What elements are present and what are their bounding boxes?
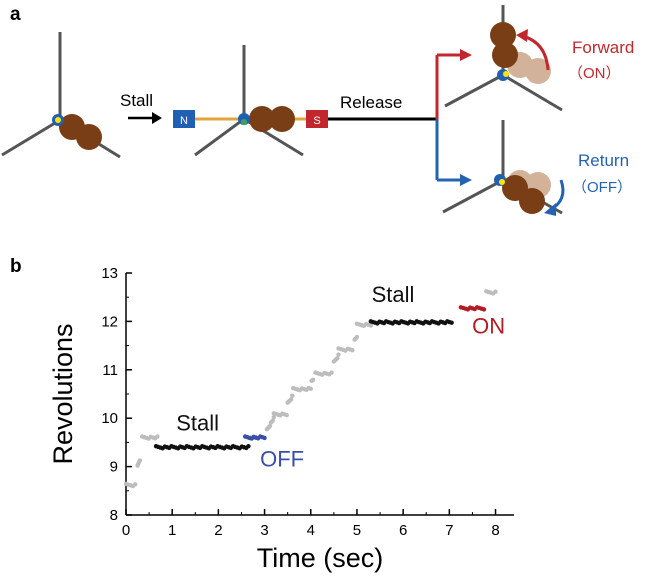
panel-b-label: b	[10, 256, 22, 277]
chart-annotation: OFF	[260, 447, 304, 472]
data-point	[271, 414, 277, 420]
data-point	[329, 370, 334, 375]
return-label: Return	[578, 151, 629, 170]
data-point	[133, 482, 138, 487]
magnet-n-label: N	[180, 115, 188, 127]
y-tick-label: 10	[101, 410, 118, 427]
y-tick-label: 8	[110, 507, 118, 524]
motor-axle-arms	[194, 45, 304, 157]
magnet-s-label: S	[313, 115, 320, 127]
rotor-bead	[269, 106, 295, 132]
release-label: Release	[340, 93, 402, 112]
data-point	[270, 418, 276, 423]
x-axis-label: Time (sec)	[257, 543, 384, 573]
motor-stalled: N S	[173, 45, 328, 157]
rotor-bead	[249, 106, 275, 132]
motor-initial	[1, 32, 121, 159]
y-tick-label: 9	[110, 459, 118, 476]
x-tick-label: 1	[168, 522, 176, 539]
magnet-s	[306, 110, 328, 128]
data-point	[493, 289, 498, 294]
axle-dot-yellow	[55, 117, 61, 123]
forward-label: Forward	[572, 38, 634, 57]
data-point	[354, 334, 360, 340]
axle-dot-green	[241, 119, 247, 125]
x-tick-label: 2	[214, 522, 222, 539]
axle-dot-yellow	[503, 71, 509, 77]
stall-arrow-label: Stall	[120, 91, 153, 110]
chart-annotation: Stall	[176, 410, 219, 435]
motor-forward	[444, 5, 563, 112]
y-axis-label: Revolutions	[48, 323, 78, 464]
x-tick-label: 0	[122, 522, 130, 539]
rotor-bead	[490, 22, 516, 48]
forward-state-label: （ON）	[568, 65, 621, 82]
y-tick-label: 13	[101, 265, 118, 282]
x-tick-label: 6	[399, 522, 407, 539]
data-point	[155, 434, 160, 439]
x-tick-label: 5	[353, 522, 361, 539]
data-point	[368, 323, 374, 328]
data-point	[308, 386, 313, 392]
y-tick-label: 12	[101, 313, 118, 330]
data-point	[336, 352, 341, 357]
data-point	[262, 435, 267, 441]
return-rotation-arrow	[549, 179, 565, 212]
data-point	[310, 377, 316, 383]
rotor-bead-faded	[525, 58, 551, 84]
x-tick-label: 8	[491, 522, 499, 539]
magnet-n	[173, 110, 195, 128]
axle-dot-yellow	[499, 179, 505, 185]
data-point	[449, 320, 454, 325]
x-tick-label: 7	[445, 522, 453, 539]
motor-axle-arms	[1, 32, 121, 159]
stall-arrow	[128, 112, 162, 124]
data-point	[288, 397, 294, 402]
chart-annotation: ON	[472, 314, 505, 339]
rotor-bead	[76, 124, 102, 150]
rotor-bead	[519, 188, 545, 214]
release-path	[328, 49, 472, 186]
x-tick-label: 4	[307, 522, 315, 539]
x-tick-label: 3	[260, 522, 268, 539]
motor-return	[442, 120, 565, 216]
data-point	[267, 423, 273, 429]
data-point	[350, 347, 355, 353]
data-point	[335, 355, 340, 361]
data-point	[246, 443, 251, 449]
rotor-bead	[492, 42, 518, 68]
data-point	[284, 412, 289, 418]
data-point	[290, 393, 295, 398]
chart-points	[123, 289, 498, 489]
panel-a-label: a	[10, 4, 21, 25]
data-point	[481, 307, 487, 312]
return-state-label: （OFF）	[572, 179, 632, 196]
chart-annotation: Stall	[372, 282, 415, 307]
y-tick-label: 11	[102, 362, 118, 379]
data-point	[137, 458, 143, 463]
